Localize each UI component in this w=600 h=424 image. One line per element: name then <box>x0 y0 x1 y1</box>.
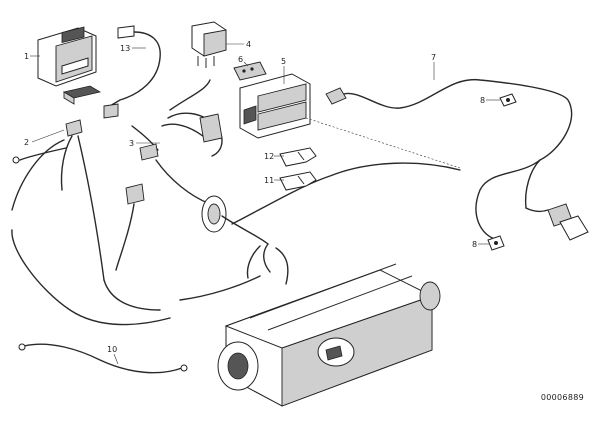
callout-1: 1 <box>24 52 29 61</box>
callout-4: 4 <box>246 40 251 49</box>
harness-connector <box>115 183 145 271</box>
reference-number: 00006889 <box>540 393 584 402</box>
wire-7 <box>305 79 589 241</box>
callout-8-top: 8 <box>480 96 485 105</box>
callout-6: 6 <box>238 55 243 64</box>
callout-2: 2 <box>24 138 29 147</box>
wire-2 <box>11 119 171 326</box>
callout-7: 7 <box>431 53 436 62</box>
wiring-harness <box>131 79 223 205</box>
callout-10: 10 <box>107 345 117 354</box>
clip-8-top <box>499 93 517 107</box>
callout-8-bottom: 8 <box>472 240 477 249</box>
fuse-strip <box>233 61 267 81</box>
callout-11: 11 <box>264 176 274 185</box>
wire-10 <box>18 343 188 374</box>
callout-3: 3 <box>129 139 134 148</box>
bracket-11 <box>279 171 317 191</box>
clip-8-bottom <box>487 235 505 251</box>
main-wire <box>179 162 461 301</box>
callout-5: 5 <box>281 57 286 66</box>
relay <box>191 21 227 68</box>
callout-13: 13 <box>120 44 130 53</box>
control-unit-connector <box>62 85 102 105</box>
callout-12: 12 <box>264 152 274 161</box>
bracket-12 <box>279 147 317 167</box>
leader-lines <box>30 43 500 365</box>
wire-13 <box>103 25 161 119</box>
control-unit <box>37 26 97 87</box>
fuse-box <box>239 73 311 139</box>
grommet <box>201 195 227 233</box>
heater-unit <box>217 263 441 407</box>
